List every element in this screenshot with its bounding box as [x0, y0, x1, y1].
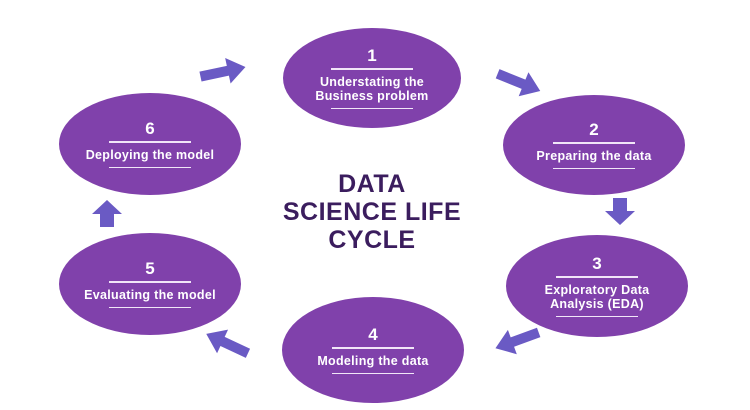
step-number: 6	[145, 119, 155, 138]
divider	[109, 141, 191, 143]
divider	[556, 315, 638, 317]
divider	[553, 142, 635, 144]
step-4-node: 4 Modeling the data	[282, 297, 464, 403]
title-line-3: CYCLE	[328, 226, 416, 254]
diagram-title: DATA SCIENCE LIFE CYCLE	[240, 170, 504, 254]
step-label: Modeling the data	[317, 353, 429, 368]
divider	[331, 68, 413, 70]
divider	[332, 372, 414, 374]
divider	[556, 276, 638, 278]
arrow-right-up-icon	[199, 58, 246, 84]
title-line-2: SCIENCE LIFE	[282, 198, 462, 226]
arrow-down-icon	[605, 198, 635, 225]
arrow-left-up-icon	[206, 329, 251, 358]
step-label: Understating the Business problem	[315, 74, 429, 103]
step-number: 4	[368, 325, 378, 344]
title-line-1: DATA	[338, 170, 406, 198]
step-3-node: 3 Exploratory Data Analysis (EDA)	[506, 235, 688, 337]
step-6-node: 6 Deploying the model	[59, 93, 241, 195]
step-number: 3	[592, 254, 602, 273]
step-number: 2	[589, 120, 599, 139]
step-1-node: 1 Understating the Business problem	[283, 28, 461, 128]
step-label: Deploying the model	[85, 147, 215, 162]
divider	[109, 306, 191, 308]
divider	[109, 166, 191, 168]
divider	[331, 107, 413, 109]
arrow-left-down-icon	[495, 327, 541, 355]
step-2-node: 2 Preparing the data	[503, 95, 685, 195]
divider	[332, 347, 414, 349]
step-label: Preparing the data	[536, 148, 652, 163]
divider	[553, 167, 635, 169]
step-label: Evaluating the model	[84, 287, 216, 302]
step-5-node: 5 Evaluating the model	[59, 233, 241, 335]
step-number: 1	[367, 46, 377, 65]
arrow-right-down-icon	[495, 69, 541, 97]
step-number: 5	[145, 259, 155, 278]
divider	[109, 281, 191, 283]
arrow-up-icon	[92, 200, 122, 227]
step-label: Exploratory Data Analysis (EDA)	[544, 282, 650, 311]
